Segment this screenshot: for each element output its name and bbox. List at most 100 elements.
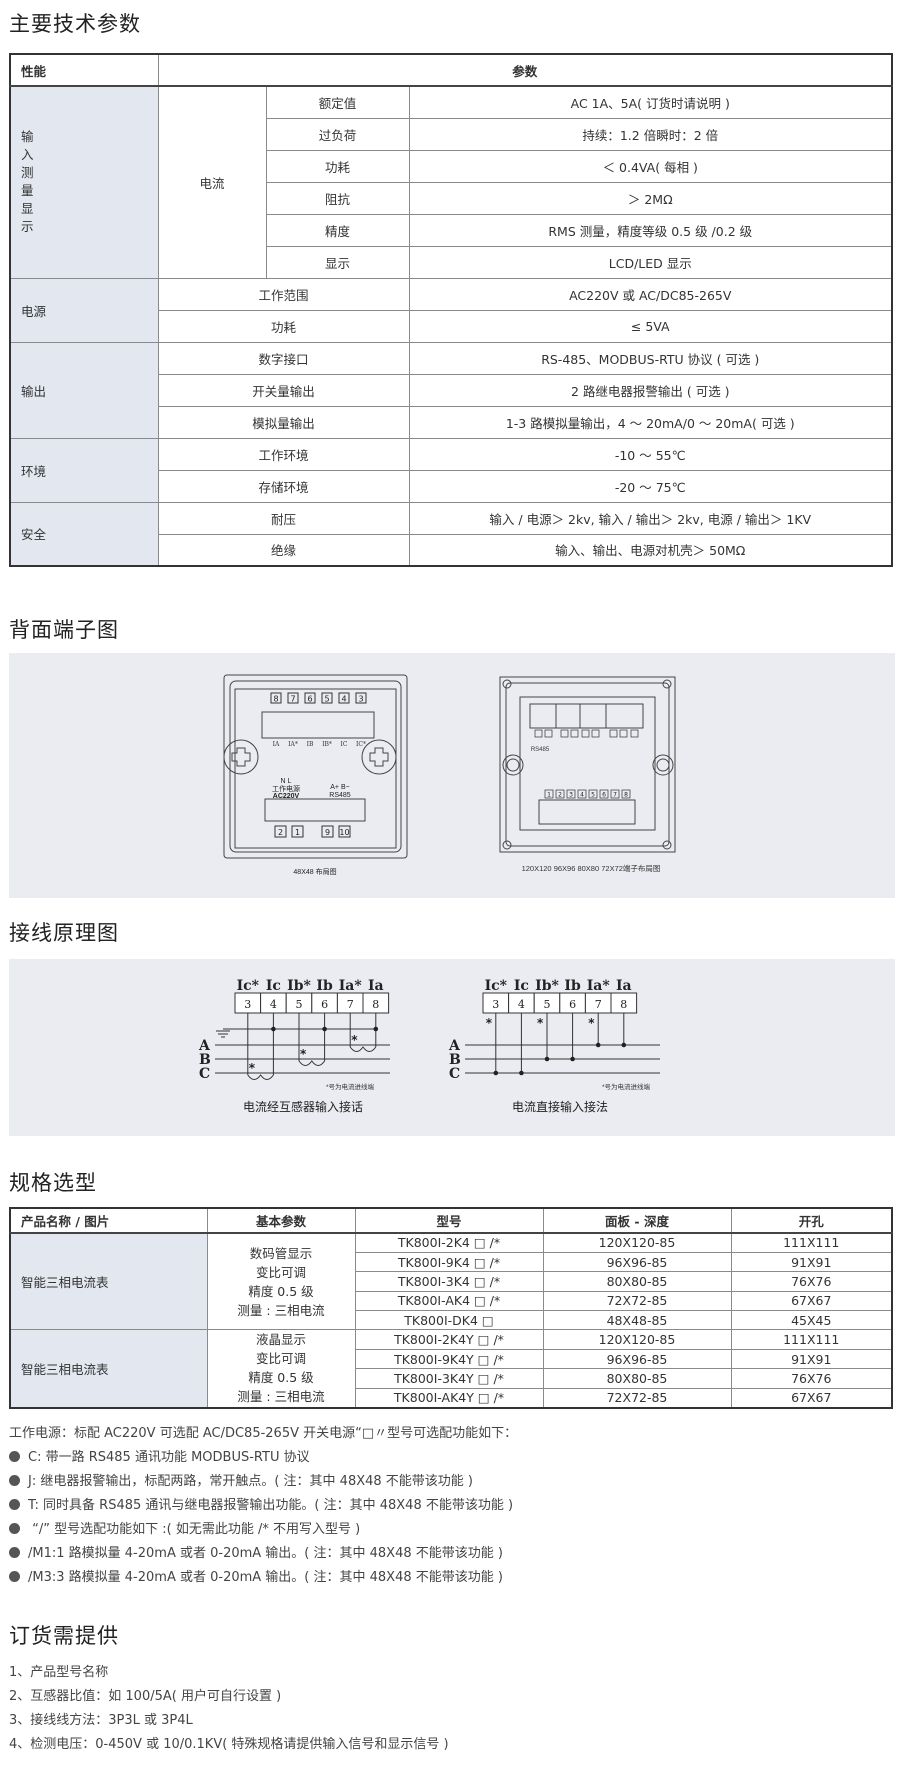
param-value: ＞ 2MΩ: [408, 181, 893, 215]
cutout: 45X45: [730, 1310, 893, 1331]
param-value: 输入、输出、电源对机壳＞ 50MΩ: [408, 533, 893, 567]
product-name: 智能三相电流表: [9, 1232, 208, 1331]
terminal-diagram-panel: [9, 653, 895, 898]
param-name: 工作范围: [157, 277, 410, 311]
bullet-dot-icon: [9, 1547, 20, 1558]
param-name: 耐压: [157, 501, 410, 535]
basic-param-line: 液晶显示: [255, 1332, 306, 1348]
spec-selection-table: 产品名称 / 图片 基本参数 型号 面板 - 深度 开孔 智能三相电流表 数码管显…: [9, 1207, 893, 1409]
cutout: 67X67: [730, 1290, 893, 1312]
param-name: 功耗: [157, 309, 410, 343]
table-row: 功耗＜ 0.4VA( 每相 ): [10, 149, 893, 183]
model: TK800I-2K4Y □ /*: [354, 1329, 544, 1350]
product-name: 智能三相电流表: [9, 1329, 208, 1409]
basic-param-line: 变比可调: [255, 1351, 306, 1367]
panel-depth: 96X96-85: [542, 1251, 732, 1273]
option-bullet: “/” 型号选配功能如下 :( 如无需此功能 /* 不用写入型号 ): [9, 1518, 360, 1537]
bullet-text: /M1:1 路模拟量 4-20mA 或者 0-20mA 输出。( 注：其中 48…: [28, 1546, 503, 1561]
section-title-wiring: 接线原理图: [9, 921, 119, 945]
model: TK800I-3K4Y □ /*: [354, 1368, 544, 1389]
panel-depth: 48X48-85: [542, 1310, 732, 1331]
param-value: RMS 测量，精度等级 0.5 级 /0.2 级: [408, 213, 893, 247]
cutout: 111X111: [730, 1232, 893, 1253]
bullet-text: T: 同时具备 RS485 通讯与继电器报警输出功能。( 注：其中 48X48 …: [28, 1498, 514, 1513]
basic-param-line: 精度 0.5 级: [248, 1283, 314, 1299]
param-value: AC220V 或 AC/DC85-265V: [408, 277, 893, 311]
current-label: 电流: [157, 85, 267, 279]
param-value: -20 ～ 75℃: [408, 469, 893, 503]
model: TK800I-9K4Y □ /*: [354, 1348, 544, 1370]
option-bullet: C: 带一路 RS485 通讯功能 MODBUS-RTU 协议: [9, 1446, 310, 1465]
group-environment: 环境: [9, 437, 159, 503]
param-name: 功耗: [265, 149, 410, 183]
group-safety: 安全: [9, 501, 159, 567]
param-value: AC 1A、5A( 订货时请说明 ): [408, 85, 893, 119]
param-name: 存储环境: [157, 469, 410, 503]
param-name: 额定值: [265, 85, 410, 119]
param-value: -10 ～ 55℃: [408, 437, 893, 471]
param-name: 模拟量输出: [157, 405, 410, 439]
table-row: 绝缘输入、输出、电源对机壳＞ 50MΩ: [10, 533, 893, 567]
table-header-row: 性能 参数: [9, 53, 893, 87]
cutout: 91X91: [730, 1251, 893, 1273]
param-value: RS-485、MODBUS-RTU 协议 ( 可选 ): [408, 341, 893, 375]
order-item: 2、互感器比值：如 100/5A( 用户可自行设置 ): [9, 1689, 282, 1704]
table-row: 功耗≤ 5VA: [10, 309, 893, 343]
panel-depth: 120X120-85: [542, 1329, 732, 1350]
model: TK800I-DK4 □: [354, 1310, 544, 1331]
header-product: 产品名称 / 图片: [9, 1207, 208, 1234]
basic-param-line: 精度 0.5 级: [248, 1370, 314, 1386]
param-name: 开关量输出: [157, 373, 410, 407]
bullet-text: /M3:3 路模拟量 4-20mA 或者 0-20mA 输出。( 注：其中 48…: [28, 1570, 503, 1585]
param-name: 阻抗: [265, 181, 410, 215]
bullet-text: “/” 型号选配功能如下 :( 如无需此功能 /* 不用写入型号 ): [28, 1522, 361, 1537]
param-name: 过负荷: [265, 117, 410, 151]
bullet-dot-icon: [9, 1523, 20, 1534]
order-item: 1、产品型号名称: [9, 1665, 109, 1680]
cutout: 111X111: [730, 1329, 893, 1350]
cutout: 76X76: [730, 1368, 893, 1389]
option-bullet: T: 同时具备 RS485 通讯与继电器报警输出功能。( 注：其中 48X48 …: [9, 1494, 513, 1513]
param-value: ＜ 0.4VA( 每相 ): [408, 149, 893, 183]
model: TK800I-9K4 □ /*: [354, 1251, 544, 1273]
table-row: 安全耐压输入 / 电源＞ 2kv, 输入 / 输出＞ 2kv, 电源 / 输出＞…: [9, 501, 893, 567]
group-power: 电源: [9, 277, 159, 343]
model: TK800I-3K4 □ /*: [354, 1271, 544, 1292]
param-value: ≤ 5VA: [408, 309, 893, 343]
basic-param-line: 数码管显示: [249, 1245, 313, 1261]
table-header-row: 产品名称 / 图片 基本参数 型号 面板 - 深度 开孔: [9, 1207, 893, 1234]
cutout: 91X91: [730, 1348, 893, 1370]
panel-depth: 80X80-85: [542, 1271, 732, 1292]
param-name: 工作环境: [157, 437, 410, 471]
model: TK800I-2K4 □ /*: [354, 1232, 544, 1253]
cutout: 76X76: [730, 1271, 893, 1292]
section-title-terminals: 背面端子图: [9, 618, 119, 642]
section-title-tech: 主要技术参数: [9, 12, 141, 36]
basic-param-line: 变比可调: [255, 1264, 306, 1280]
param-name: 绝缘: [157, 533, 410, 567]
panel-depth: 72X72-85: [542, 1387, 732, 1409]
param-value: LCD/LED 显示: [408, 245, 893, 279]
order-item: 3、接线线方法：3P3L 或 3P4L: [9, 1713, 193, 1728]
header-performance: 性能: [9, 53, 159, 87]
header-basic-params: 基本参数: [206, 1207, 356, 1234]
header-panel-depth: 面板 - 深度: [542, 1207, 732, 1234]
model: TK800I-AK4Y □ /*: [354, 1387, 544, 1409]
bullet-text: C: 带一路 RS485 通讯功能 MODBUS-RTU 协议: [28, 1450, 310, 1465]
header-cutout: 开孔: [730, 1207, 893, 1234]
wiring-diagram-panel: [9, 959, 895, 1136]
basic-params: 数码管显示变比可调精度 0.5 级测量 : 三相电流: [206, 1232, 356, 1331]
panel-depth: 96X96-85: [542, 1348, 732, 1370]
